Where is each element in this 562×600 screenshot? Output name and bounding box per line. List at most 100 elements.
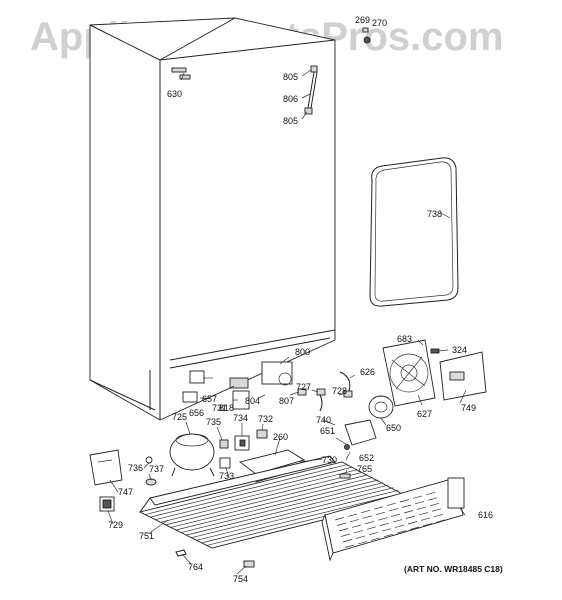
callout-683: 683 <box>397 334 412 344</box>
callout-728: 728 <box>332 386 347 396</box>
base-rail <box>139 455 336 513</box>
grille-slot <box>349 519 360 523</box>
callout-627: 627 <box>417 409 432 419</box>
grille-slot <box>396 530 407 534</box>
relay-parts <box>182 361 353 412</box>
grille-slot <box>412 495 423 499</box>
coil-tube <box>191 487 394 539</box>
coil-tube <box>155 469 358 521</box>
grille-slot <box>353 530 364 534</box>
callout-736: 736 <box>128 463 143 473</box>
coil-tube <box>175 479 379 531</box>
coil-tube <box>170 477 373 528</box>
grille-slot <box>429 502 440 507</box>
grille-slot <box>418 512 429 516</box>
cabinet <box>89 17 336 421</box>
grille-slot <box>427 497 438 501</box>
grille-slot <box>414 501 425 505</box>
callout-732: 732 <box>258 414 273 424</box>
grille-slot <box>362 515 373 519</box>
grille-slot <box>368 531 379 536</box>
fan-housing <box>382 339 436 407</box>
grille-slot <box>407 521 418 525</box>
callout-269: 269 <box>355 15 370 25</box>
clip-part <box>171 67 191 80</box>
grille-slot <box>392 519 403 523</box>
callout-749: 749 <box>461 403 476 413</box>
motor-bracket <box>344 419 377 450</box>
callout-733: 733 <box>219 471 234 481</box>
grille-slot <box>381 528 392 532</box>
callout-747: 747 <box>118 487 133 497</box>
bottom-clips <box>175 473 351 568</box>
grille-slot <box>334 517 345 521</box>
grille-slot <box>403 510 414 514</box>
callout-626: 626 <box>360 367 375 377</box>
callout-751: 751 <box>139 531 154 541</box>
callout-805-top: 805 <box>283 72 298 82</box>
grille-slot <box>360 509 371 514</box>
callout-818: 818 <box>219 403 234 413</box>
rear-grille <box>321 477 465 562</box>
callout-729: 729 <box>108 520 123 530</box>
coil-tube <box>186 484 389 536</box>
callout-657: 657 <box>202 394 217 404</box>
capacitor-block <box>99 496 115 512</box>
callout-labels: 269 270 630 805 806 805 738 683 324 800 … <box>108 15 493 584</box>
grille-slot <box>422 523 433 527</box>
callout-630: 630 <box>167 89 182 99</box>
grille-slot <box>375 511 386 516</box>
coil-tube <box>160 471 363 523</box>
grille-slot <box>388 508 399 512</box>
grille-slot <box>409 526 420 530</box>
grille-slot <box>435 519 446 523</box>
grille-slot <box>405 515 416 519</box>
grille-slot <box>394 524 405 528</box>
callout-806: 806 <box>283 94 298 104</box>
callout-735: 735 <box>206 417 221 427</box>
gasket-loop <box>369 157 459 307</box>
grille-slot <box>431 508 442 512</box>
grille-slot <box>366 526 377 530</box>
screw-part <box>362 27 371 44</box>
fan-motor <box>368 395 394 419</box>
callout-324: 324 <box>452 345 467 355</box>
coil-tube <box>196 489 399 541</box>
bolt-part <box>430 348 440 354</box>
coil-tube <box>145 464 348 515</box>
grille-slot <box>342 539 353 543</box>
grille-slot <box>377 517 388 521</box>
grille-slot <box>379 522 390 527</box>
callout-725: 725 <box>172 412 187 422</box>
callout-804: 804 <box>245 396 260 406</box>
grille-slot <box>399 499 410 503</box>
left-bracket <box>89 449 123 486</box>
grille-slot <box>338 528 349 532</box>
grille-slot <box>336 522 347 526</box>
leader-lines <box>107 69 467 575</box>
grille-slot <box>390 513 401 517</box>
grille-slot <box>355 535 366 539</box>
callout-270: 270 <box>372 18 387 28</box>
callout-731: 731 <box>212 403 227 413</box>
callout-652: 652 <box>359 453 374 463</box>
callout-650: 650 <box>386 423 401 433</box>
grille-slot <box>383 533 394 538</box>
grille-slot <box>416 506 427 510</box>
callout-730: 730 <box>322 455 337 465</box>
callout-800: 800 <box>295 347 310 357</box>
callout-260: 260 <box>273 432 288 442</box>
callout-805-bottom: 805 <box>283 116 298 126</box>
coil-tube <box>181 482 384 533</box>
tube-assembly <box>304 65 318 115</box>
callout-764: 764 <box>188 562 203 572</box>
coil-tube <box>165 474 368 526</box>
grille-slot <box>351 524 362 528</box>
start-relay <box>219 429 268 469</box>
callout-616: 616 <box>478 510 493 520</box>
grille-slot <box>340 533 351 537</box>
compressor <box>169 433 215 477</box>
callout-740: 740 <box>316 415 331 425</box>
art-number: (ART NO. WR18485 C18) <box>404 564 503 574</box>
